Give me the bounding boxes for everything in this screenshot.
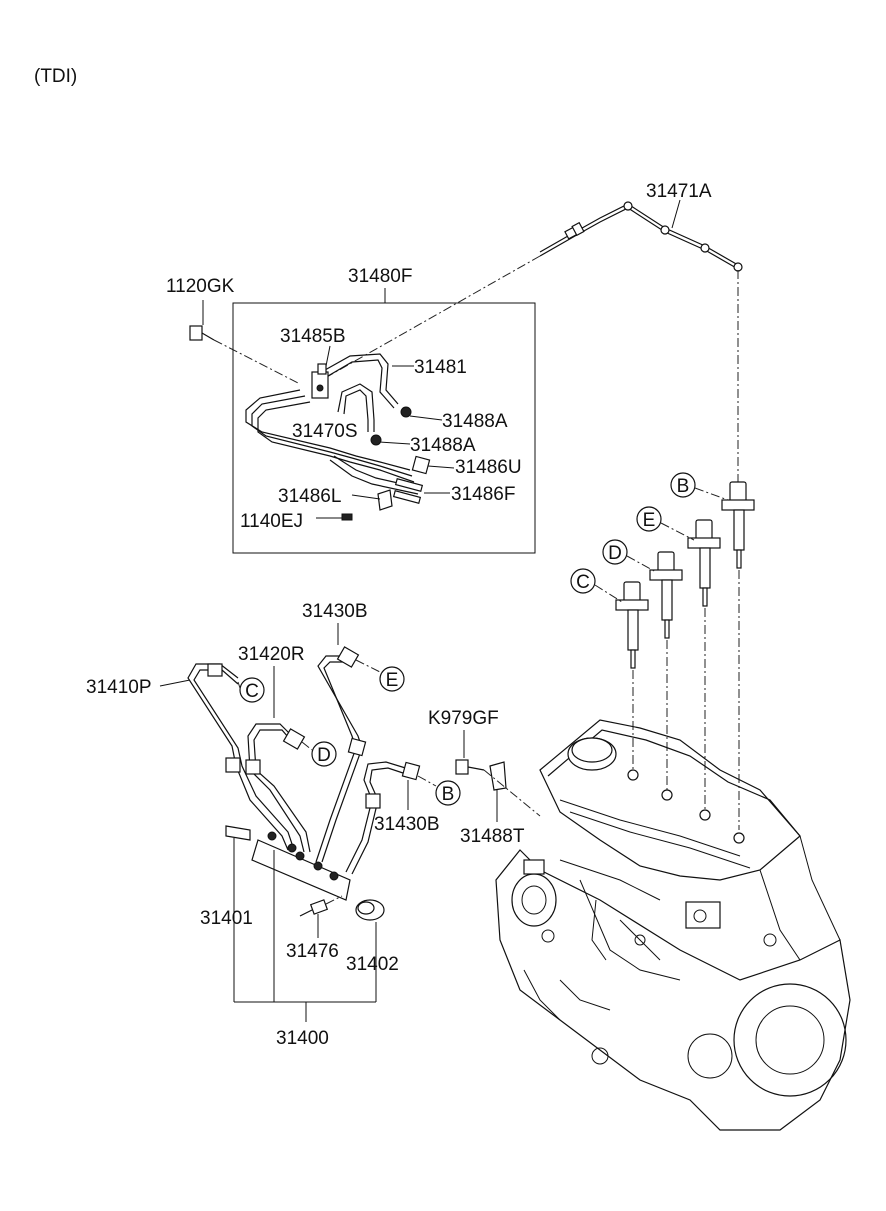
- leader-line: [483, 769, 541, 817]
- callout-D-injector: D: [602, 539, 657, 573]
- pipe-31430B-lower: [345, 761, 421, 875]
- label-31481: 31481: [414, 357, 467, 378]
- label-31400: 31400: [276, 1028, 329, 1049]
- leak-off-pipe-box: [232, 302, 536, 554]
- callout-E-injector: E: [636, 506, 695, 541]
- label-31401: 31401: [200, 908, 253, 929]
- leader-line: [324, 255, 541, 379]
- label-31402: 31402: [346, 954, 399, 975]
- bolt-1120GK: [189, 300, 215, 341]
- label-31486F: 31486F: [451, 484, 515, 505]
- label-31486L: 31486L: [278, 486, 341, 507]
- svg-text:D: D: [608, 543, 622, 564]
- callout-B-pipe: B: [417, 775, 461, 806]
- return-pipe-assembly: [539, 199, 743, 272]
- label-31470S: 31470S: [292, 421, 358, 442]
- bracket-31488T: [489, 761, 507, 822]
- pipe-31430B-upper: [315, 646, 367, 863]
- callout-D-pipe: D: [301, 741, 337, 767]
- injector-D: [649, 551, 683, 639]
- label-1120GK: 1120GK: [166, 276, 235, 297]
- common-rail-assembly: [225, 825, 385, 921]
- callout-E-pipe: E: [355, 659, 405, 692]
- label-K979GF: K979GF: [428, 708, 499, 729]
- bolt-K979GF: [455, 759, 485, 775]
- svg-text:C: C: [576, 572, 590, 593]
- label-31471A: 31471A: [646, 181, 712, 202]
- label-31488A-upper: 31488A: [442, 411, 508, 432]
- svg-text:B: B: [677, 476, 690, 497]
- injector-C: [615, 581, 649, 669]
- label-1140EJ: 1140EJ: [240, 511, 303, 532]
- label-31420R: 31420R: [238, 644, 305, 665]
- label-31430B-lower: 31430B: [374, 814, 440, 835]
- label-31480F: 31480F: [348, 266, 412, 287]
- label-31485B: 31485B: [280, 326, 346, 347]
- svg-text:E: E: [643, 510, 656, 531]
- label-31488T: 31488T: [460, 826, 525, 847]
- label-31430B-top: 31430B: [302, 601, 368, 622]
- injector-B: [721, 481, 755, 569]
- pipe-31420R: [245, 723, 311, 853]
- label-31410P: 31410P: [86, 677, 152, 698]
- pipe-31410P: [187, 663, 295, 851]
- callout-C-pipe: C: [237, 677, 265, 703]
- leak-off-pipe-group: [245, 353, 431, 521]
- leader-line: [213, 339, 301, 385]
- svg-text:C: C: [245, 681, 259, 702]
- callout-B-injector: B: [670, 472, 729, 501]
- label-31476: 31476: [286, 941, 339, 962]
- label-31488A-lower: 31488A: [410, 435, 476, 456]
- engine-block: [495, 719, 851, 1131]
- svg-text:D: D: [317, 745, 331, 766]
- injector-E: [687, 519, 721, 607]
- label-31486U: 31486U: [455, 457, 522, 478]
- svg-text:E: E: [386, 670, 399, 691]
- callout-C-injector: C: [570, 568, 623, 603]
- model-note: (TDI): [34, 66, 77, 87]
- svg-text:B: B: [442, 784, 455, 805]
